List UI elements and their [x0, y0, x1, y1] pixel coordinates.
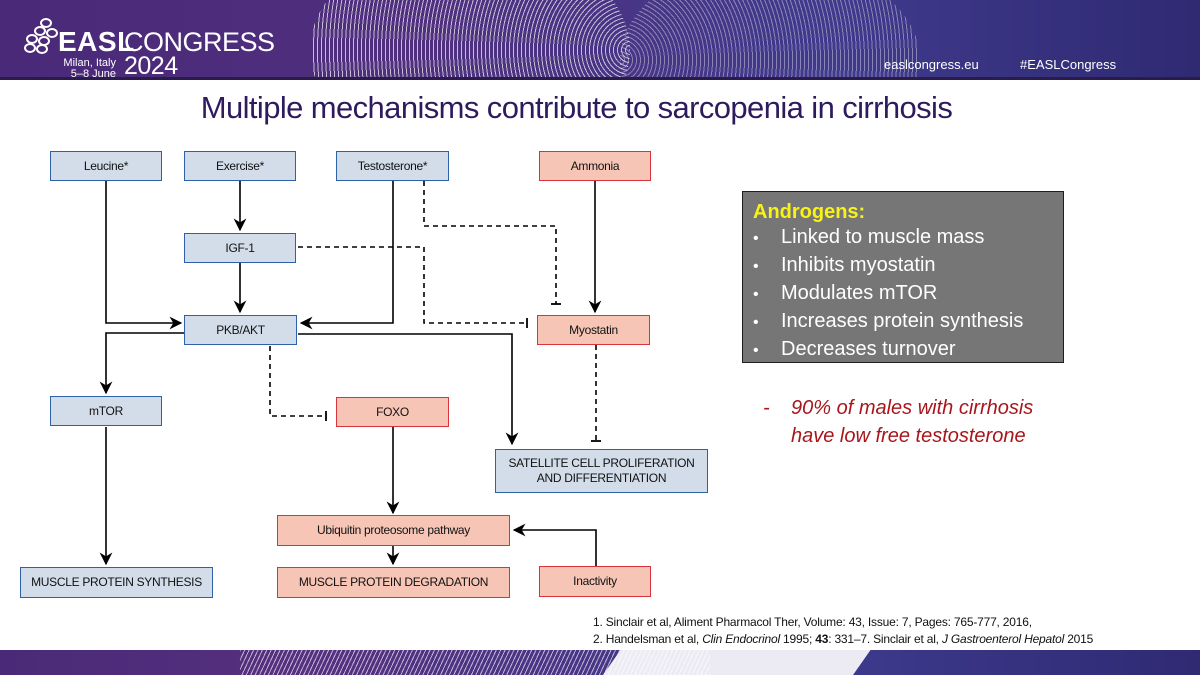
ref-journal: J Gastroenterol Hepatol: [941, 632, 1065, 646]
dash-bullet: -: [763, 397, 770, 419]
banner-swirl-decoration: [310, 0, 630, 80]
logo-brand: EASL: [58, 26, 135, 57]
node-label: Ammonia: [570, 158, 620, 173]
androgens-item: • Decreases turnover: [753, 336, 1063, 364]
logo-dots-icon: [24, 18, 58, 54]
node-inactivity: Inactivity: [539, 566, 651, 597]
node-label: Ubiquitin proteosome pathway: [316, 523, 471, 537]
logo-dates: 5–8 June: [70, 68, 116, 80]
node-label: IGF-1: [225, 240, 255, 255]
node-myostatin: Myostatin: [537, 315, 650, 345]
logo-city: Milan, Italy: [63, 57, 116, 69]
node-label: PKB/AKT: [216, 322, 265, 337]
androgens-box: Androgens: • Linked to muscle mass • Inhib…: [742, 191, 1064, 363]
edge-pkbakt-satellite: [298, 333, 519, 446]
banner-swirl-decoration: [620, 0, 920, 80]
logo-year: 2024: [124, 52, 178, 80]
node-label: Leucine*: [83, 158, 129, 173]
edge-leucine-pkbakt: [105, 181, 183, 330]
node-label: Testosterone*: [357, 158, 428, 173]
androgens-item-text: Modulates mTOR: [781, 282, 938, 304]
footer-banner: [0, 650, 1200, 675]
androgens-item-text: Increases protein synthesis: [781, 310, 1024, 332]
node-label: FOXO: [376, 404, 409, 419]
node-exercise: Exercise*: [184, 151, 296, 181]
node-foxo: FOXO: [336, 397, 449, 427]
bullet-icon: •: [753, 286, 759, 303]
androgens-item-text: Decreases turnover: [781, 338, 956, 360]
androgens-item: • Linked to muscle mass: [753, 224, 1063, 252]
node-leucine: Leucine*: [50, 151, 162, 181]
node-label: Exercise*: [216, 158, 264, 173]
edge-inactivity-ubiquitin: [512, 523, 597, 566]
node-muscle-protein-degradation: MUSCLE PROTEIN DEGRADATION: [277, 567, 510, 598]
androgens-item: • Inhibits myostatin: [753, 252, 1063, 280]
node-mtor: mTOR: [50, 396, 162, 426]
node-label: Inactivity: [573, 574, 617, 588]
hashtag: #EASLCongress: [1020, 57, 1117, 72]
bullet-icon: •: [753, 342, 759, 359]
node-label: MUSCLE PROTEIN DEGRADATION: [298, 575, 489, 589]
androgens-item-text: Inhibits myostatin: [781, 254, 936, 276]
bullet-icon: •: [753, 258, 759, 275]
ref-text: 2015: [1064, 632, 1094, 646]
ref-volume: 43: [815, 632, 829, 646]
reference-1: 1. Sinclair et al, Aliment Pharmacol The…: [593, 615, 1032, 629]
node-label: MUSCLE PROTEIN SYNTHESIS: [31, 575, 202, 589]
website-link[interactable]: easlcongress.eu: [884, 57, 979, 72]
banner-edge: [0, 77, 1200, 80]
note-text: 90% of males with cirrhosis have low fre…: [791, 397, 1034, 447]
reference-2: 2. Handelsman et al, Clin Endocrinol 199…: [593, 631, 1200, 648]
node-igf1: IGF-1: [184, 233, 296, 263]
node-label: SATELLITE CELL PROLIFERATION: [508, 456, 695, 470]
slide-title: Multiple mechanisms contribute to sarcop…: [200, 90, 953, 125]
bullet-icon: •: [753, 314, 759, 331]
node-testosterone: Testosterone*: [336, 151, 449, 181]
androgens-item: • Modulates mTOR: [753, 280, 1063, 308]
androgens-item-text: Linked to muscle mass: [781, 226, 985, 248]
node-satellite-cell: SATELLITE CELL PROLIFERATION AND DIFFERE…: [495, 449, 708, 493]
edge-testosterone-inhibits-myostatin: [423, 181, 557, 304]
ref-text: : 331–7. Sinclair et al,: [828, 632, 942, 646]
node-ubiquitin: Ubiquitin proteosome pathway: [277, 515, 510, 546]
node-label: Myostatin: [569, 322, 618, 337]
edge-pkbakt-inhibits-foxo: [269, 346, 326, 417]
edge-igf1-inhibits-myostatin: [298, 246, 527, 324]
bullet-icon: •: [753, 230, 759, 247]
node-label: mTOR: [89, 403, 123, 418]
node-label: AND DIFFERENTIATION: [536, 471, 667, 485]
node-muscle-protein-synthesis: MUSCLE PROTEIN SYNTHESIS: [20, 567, 213, 598]
node-ammonia: Ammonia: [539, 151, 651, 181]
ref-text: 2. Handelsman et al,: [593, 632, 703, 646]
references: 1. Sinclair et al, Aliment Pharmacol The…: [593, 614, 1200, 648]
logo-location: Milan, Italy 5–8 June: [54, 58, 116, 80]
ref-text: 1995;: [779, 632, 816, 646]
logo-event: CONGRESS: [124, 27, 275, 57]
edge-testosterone-pkbakt: [299, 181, 394, 330]
ref-journal: Clin Endocrinol: [702, 632, 780, 646]
androgens-title: Androgens:: [753, 201, 866, 223]
edge-pkbakt-mtor: [99, 332, 184, 395]
node-pkb-akt: PKB/AKT: [184, 315, 297, 345]
banner-highlight: [595, 650, 875, 675]
androgens-item: • Increases protein synthesis: [753, 308, 1063, 336]
header-banner: [0, 0, 1200, 80]
easl-congress-logo: EASL CONGRESS Milan, Italy 5–8 June 2024: [24, 14, 275, 80]
